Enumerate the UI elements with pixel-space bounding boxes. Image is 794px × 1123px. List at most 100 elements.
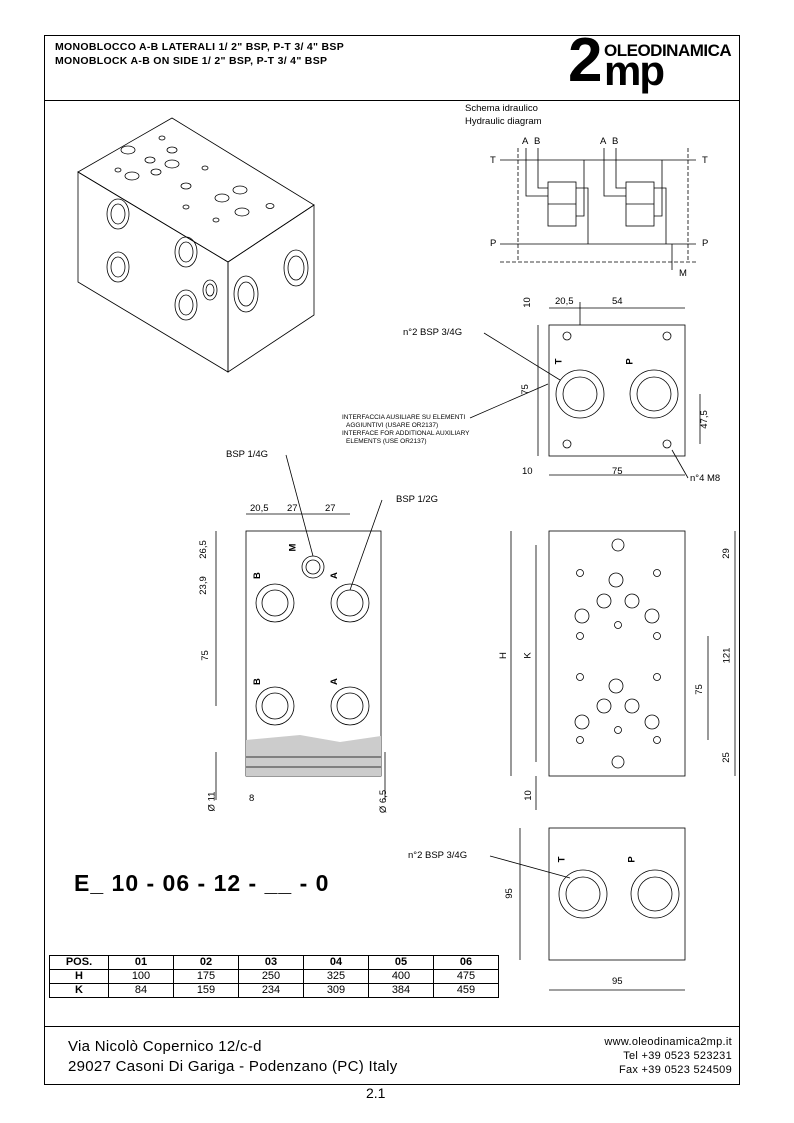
hydraulic-diagram <box>500 148 696 270</box>
side-bsp12: BSP 1/2G <box>396 494 439 505</box>
end-port-p: P <box>626 856 638 863</box>
front-dim-121: 121 <box>721 647 733 664</box>
table-header-cell: POS. <box>49 955 109 970</box>
address-line-2: 29027 Casoni Di Gariga - Podenzano (PC) … <box>68 1058 398 1075</box>
table-cell: 475 <box>433 969 499 984</box>
side-port-m: M <box>287 543 299 552</box>
front-dim-10: 10 <box>522 790 534 801</box>
table-cell: 175 <box>173 969 239 984</box>
front-dim-k: K <box>522 652 534 659</box>
hyd-label-p-right: P <box>702 238 709 249</box>
table-cell: 459 <box>433 983 499 998</box>
side-bsp14: BSP 1/4G <box>226 449 269 460</box>
hydraulic-title-it: Schema idraulico <box>465 103 538 114</box>
front-dim-29: 29 <box>720 548 732 559</box>
hyd-label-t-left: T <box>490 155 496 166</box>
front-dim-25: 25 <box>720 752 732 763</box>
header-divider <box>44 100 740 101</box>
side-port-b1: B <box>251 572 263 579</box>
side-dim-23-9: 23,9 <box>197 576 209 595</box>
end-dim-95-v: 95 <box>503 888 515 899</box>
table-header-cell: 01 <box>108 955 174 970</box>
hyd-label-m: M <box>679 268 687 279</box>
interface-note-line: INTERFACE FOR ADDITIONAL AUXILIARY <box>342 430 470 437</box>
top-dim-20-5: 20,5 <box>555 296 574 307</box>
side-port-a2: A <box>328 678 340 685</box>
isometric-view <box>77 117 315 373</box>
end-port-note: n°2 BSP 3/4G <box>408 850 468 861</box>
side-dim-20-5: 20,5 <box>250 503 269 514</box>
table-cell: 325 <box>303 969 369 984</box>
hyd-label-b2: B <box>612 136 619 147</box>
dimension-table: POS. 01 02 03 04 05 06 H 100 175 250 325… <box>49 955 499 998</box>
side-dim-27b: 27 <box>325 503 336 514</box>
table-header-cell: 06 <box>433 955 499 970</box>
table-row: K 84 159 234 309 384 459 <box>49 983 499 998</box>
side-dim-dia11: Ø 11 <box>206 791 218 812</box>
end-port-t: T <box>556 856 568 863</box>
side-dim-75: 75 <box>199 650 211 661</box>
table-header-cell: 02 <box>173 955 239 970</box>
side-dim-27a: 27 <box>287 503 298 514</box>
product-code: E_ 10 - 06 - 12 - __ - 0 <box>74 870 330 896</box>
page-frame <box>44 35 740 1085</box>
table-header-cell: 03 <box>238 955 304 970</box>
table-header-row: POS. 01 02 03 04 05 06 <box>49 955 499 970</box>
address-line-1: Via Nicolò Copernico 12/c-d <box>68 1038 262 1055</box>
title-italian: MONOBLOCCO A-B LATERALI 1/ 2" BSP, P-T 3… <box>55 41 345 53</box>
top-port-p: P <box>624 358 636 365</box>
interface-note-line: AGGIUNTIVI (USARE OR2137) <box>346 422 439 429</box>
front-dim-h: H <box>497 652 509 659</box>
front-dim-75: 75 <box>693 684 705 695</box>
side-port-a1: A <box>328 572 340 579</box>
logo-word: OLEODINAMICA <box>604 41 732 60</box>
table-header-cell: 04 <box>303 955 369 970</box>
title-english: MONOBLOCK A-B ON SIDE 1/ 2" BSP, P-T 3/ … <box>55 55 328 67</box>
table-cell: 250 <box>238 969 304 984</box>
top-dim-47-5: 47,5 <box>698 410 710 429</box>
top-dim-10-v: 10 <box>521 297 533 308</box>
top-dim-75-h: 75 <box>612 466 623 477</box>
website-link[interactable]: www.oleodinamica2mp.it <box>604 1036 732 1048</box>
hyd-label-a1: A <box>522 136 529 147</box>
logo-number: 2 <box>568 26 603 95</box>
interface-note-line: INTERFACCIA AUSILIARE SU ELEMENTI <box>342 414 466 421</box>
hyd-label-a2: A <box>600 136 607 147</box>
hyd-label-b1: B <box>534 136 541 147</box>
table-row: H 100 175 250 325 400 475 <box>49 969 499 984</box>
table-cell: 159 <box>173 983 239 998</box>
page-number: 2.1 <box>366 1085 386 1101</box>
front-view-drawing <box>510 530 736 810</box>
logo-mp: mp <box>604 47 665 94</box>
top-dim-75-v: 75 <box>519 384 531 395</box>
hyd-label-p-left: P <box>490 238 497 249</box>
phone-number: Tel +39 0523 523231 <box>623 1050 732 1062</box>
top-dim-54: 54 <box>612 296 623 307</box>
interface-note-line: ELEMENTS (USE OR2137) <box>346 438 427 445</box>
fax-number: Fax +39 0523 524509 <box>618 1064 732 1076</box>
top-port-note: n°2 BSP 3/4G <box>403 327 463 338</box>
side-dim-8: 8 <box>249 793 255 804</box>
table-row-label: H <box>49 969 109 984</box>
top-port-t: T <box>553 358 565 365</box>
side-view-drawing <box>215 454 386 800</box>
top-view-drawing <box>469 302 701 479</box>
table-cell: 100 <box>108 969 174 984</box>
side-dim-dia6-5: Ø 6,5 <box>378 789 390 814</box>
table-row-label: K <box>49 983 109 998</box>
table-cell: 309 <box>303 983 369 998</box>
side-port-b2: B <box>251 678 263 685</box>
hydraulic-title-en: Hydraulic diagram <box>465 116 542 127</box>
table-cell: 400 <box>368 969 434 984</box>
end-view-drawing <box>489 827 686 991</box>
top-dim-10-h: 10 <box>522 466 533 477</box>
table-header-cell: 05 <box>368 955 434 970</box>
table-cell: 234 <box>238 983 304 998</box>
top-bolt-note: n°4 M8 <box>690 473 721 484</box>
table-cell: 84 <box>108 983 174 998</box>
end-dim-95-h: 95 <box>612 976 623 987</box>
table-cell: 384 <box>368 983 434 998</box>
side-dim-26-5: 26,5 <box>197 540 209 559</box>
footer-divider <box>44 1026 740 1027</box>
